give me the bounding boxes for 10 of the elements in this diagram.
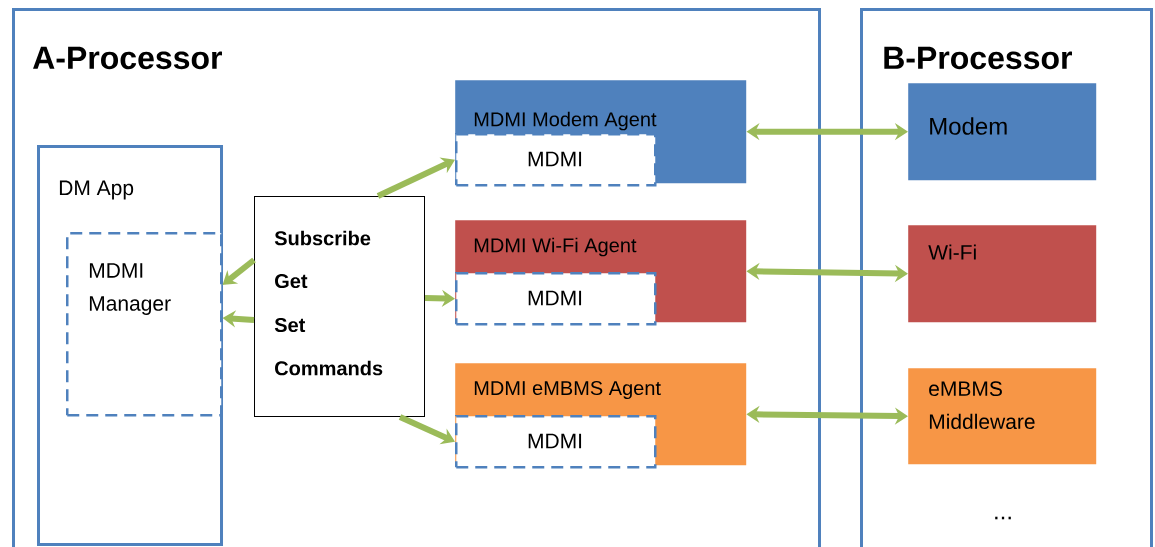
- component-box: Wi-Fi: [908, 225, 1097, 323]
- ellipsis: ...: [995, 516, 1011, 520]
- interface-box: MDMI: [455, 272, 657, 326]
- arrow: [376, 157, 455, 199]
- interface-box: MDMI: [455, 415, 657, 469]
- interface-box: MDMI: [455, 133, 657, 187]
- manager-box: MDMI Manager: [66, 232, 223, 417]
- component-box: Modem: [908, 83, 1097, 181]
- component-box: eMBMS Middleware: [908, 368, 1097, 465]
- command-box: Subscribe Get Set Commands: [254, 196, 425, 417]
